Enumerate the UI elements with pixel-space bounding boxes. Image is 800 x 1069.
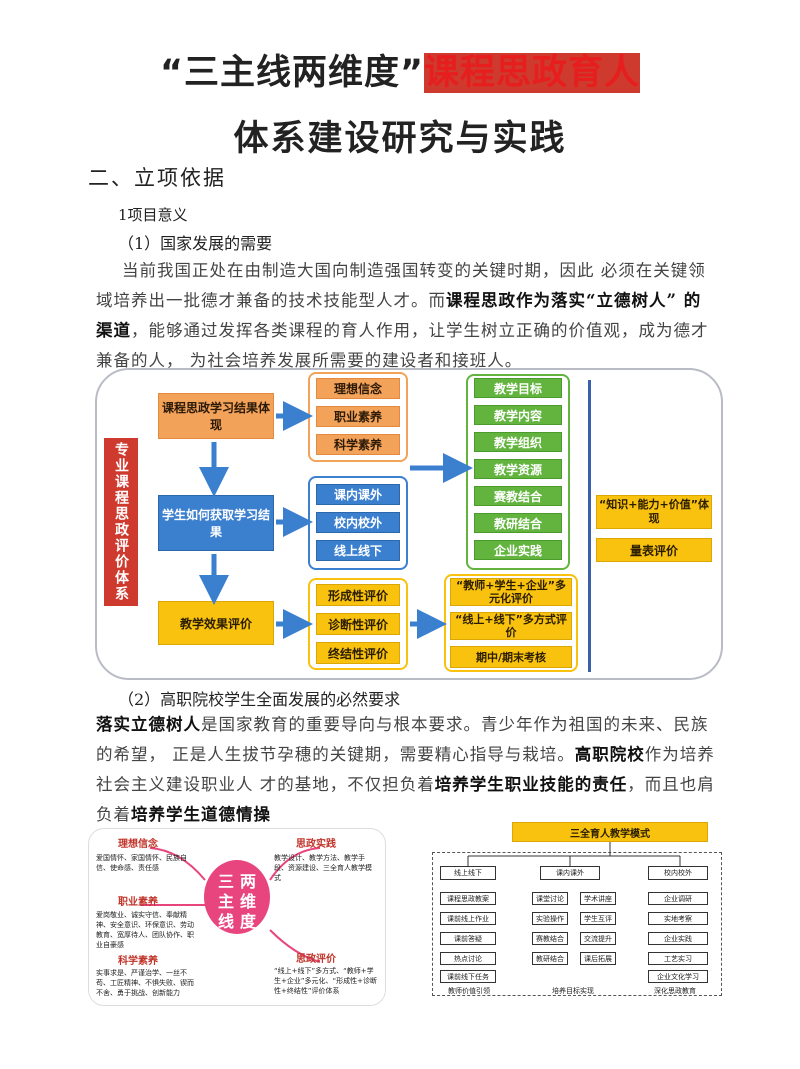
col1-item: 课前答疑 — [440, 932, 496, 945]
green-item-7: 企业实践 — [474, 540, 562, 560]
left-box-effect: 教学效果评价 — [158, 601, 274, 645]
p2-bold-4: 培养学生道德情操 — [131, 805, 271, 824]
yellow-mid-2: 诊断性评价 — [316, 613, 400, 635]
col2-right: 学生互评 — [580, 912, 616, 925]
col1-item: 热点讨论 — [440, 952, 496, 965]
orange-item-2: 职业素养 — [316, 406, 400, 427]
col1-item: 课程思政教案 — [440, 892, 496, 905]
side-label: 专业课程思政评价体系 — [104, 438, 138, 606]
subsection-heading: 1项目意义 — [118, 206, 188, 224]
col3-item: 企业文化学习 — [648, 970, 708, 983]
p2-bold-3: 培养学生职业技能的责任 — [434, 775, 628, 794]
knowledge-box: “知识+能力+价值”体现 — [596, 495, 712, 529]
mm-text-2: 教学设计、教学方法、教学手段、资源建设、三全育人教学模式 — [274, 854, 372, 882]
mm-text-4: 实事求是、严谨治学、一丝不苟、工匠精神、不惧失败、锲而不舍、勇于挑战、创新能力 — [96, 969, 194, 997]
col1-item: 课前线上作业 — [440, 912, 496, 925]
center-char: 度 — [240, 912, 257, 931]
center-char: 三 — [218, 872, 235, 891]
orange-item-1: 理想信念 — [316, 378, 400, 399]
col2-foot: 培养目标实现 — [552, 987, 594, 995]
mm-title-2: 思政实践 — [296, 839, 336, 850]
p2-text-1: 是国家教育的重要导向与根本要求。青少年作为祖国的未来、民族的希望， 正是人生拔节… — [96, 715, 709, 764]
title-part1: “三主线两维度” — [159, 53, 424, 93]
p1-bold-1: 课程思政作为落实“立德树人” 的渠道 — [96, 291, 702, 340]
col2-head: 课内课外 — [540, 866, 600, 880]
col3-item: 企业调研 — [648, 892, 708, 905]
p2-bold-2: 高职院校 — [574, 745, 645, 764]
center-char: 维 — [240, 892, 257, 911]
blue-item-3: 线上线下 — [316, 540, 400, 561]
col2-left: 教研结合 — [532, 952, 568, 965]
col3-head: 校内校外 — [648, 866, 708, 880]
p1-text-1: 当前我国正处在由制造大国向制造强国转变的关键时期，因此 必须在关键领域培养出一批… — [96, 261, 706, 310]
left-box-result: 课程思政学习结果体现 — [158, 393, 274, 439]
yellow-mid-1: 形成性评价 — [316, 584, 400, 606]
col3-item: 工艺实习 — [648, 952, 708, 965]
title-part2: 课程思政育人 — [424, 53, 641, 93]
col2-left: 实验操作 — [532, 912, 568, 925]
subsubsection-heading-2: （2）高职院校学生全面发展的必然要求 — [118, 690, 401, 709]
page-title: “三主线两维度”课程思政育人 — [0, 44, 800, 95]
col1-item: 课前线下任务 — [440, 970, 496, 983]
center-char: 主 — [218, 892, 235, 911]
paragraph-2: 落实立德树人是国家教育的重要导向与根本要求。青少年作为祖国的未来、民族的希望， … — [96, 710, 716, 830]
center-circle — [204, 860, 270, 934]
model-frame — [432, 852, 722, 996]
page-subtitle: 体系建设研究与实践 — [233, 119, 567, 159]
mm-title-4: 科学素养 — [118, 956, 158, 967]
mm-title-3: 职业素养 — [118, 897, 158, 908]
paragraph-1: 当前我国正处在由制造大国向制造强国转变的关键时期，因此 必须在关键领域培养出一批… — [96, 256, 716, 376]
col1-foot: 教师价值引领 — [448, 987, 490, 995]
mm-text-5: “线上+线下”多方式、“教师+学生+企业”多元化、“形成性+诊断性+终结性”评价… — [274, 967, 377, 995]
col3-foot: 深化思政教育 — [654, 987, 696, 995]
col1-head: 线上线下 — [440, 866, 496, 880]
scale-eval-box: 量表评价 — [596, 538, 712, 562]
center-char: 线 — [218, 912, 235, 931]
blue-item-1: 课内课外 — [316, 484, 400, 505]
evaluation-diagram — [95, 368, 723, 680]
yellow-right-1: “教师+学生+企业”多元化评价 — [450, 578, 572, 606]
col3-item: 企业实践 — [648, 932, 708, 945]
green-item-5: 赛教结合 — [474, 486, 562, 506]
col2-right: 课后拓展 — [580, 952, 616, 965]
p2-text-2: 作为培养社会主义建设职业人 才的基地，不仅担负着 — [96, 745, 715, 794]
col2-right: 交流提升 — [580, 932, 616, 945]
green-item-4: 教学资源 — [474, 459, 562, 479]
section-heading: 二、立项依据 — [88, 166, 226, 190]
center-char: 两 — [240, 872, 257, 891]
col2-left: 课堂讨论 — [532, 892, 568, 905]
mm-text-1: 爱国情怀、家国情怀、民族自信、使命感、责任感 — [96, 854, 187, 872]
mm-title-1: 理想信念 — [118, 839, 158, 850]
col2-right: 学术讲座 — [580, 892, 616, 905]
mm-text-3: 爱岗敬业、诚实守信、奉献精神、安全意识、环保意识、劳动教育、宽厚待人、团队协作、… — [96, 911, 194, 949]
mm-title-5: 思政评价 — [296, 954, 336, 965]
green-item-2: 教学内容 — [474, 405, 562, 425]
p2-text-3: ，而且也肩负着 — [96, 775, 715, 824]
model-title: 三全育人教学模式 — [512, 822, 708, 842]
yellow-right-3: 期中/期末考核 — [450, 646, 572, 668]
left-box-how: 学生如何获取学习结果 — [158, 495, 274, 551]
yellow-mid-3: 终结性评价 — [316, 642, 400, 664]
subsubsection-heading-1: （1）国家发展的需要 — [118, 234, 273, 253]
divider-line — [588, 380, 591, 672]
green-item-3: 教学组织 — [474, 432, 562, 452]
col3-item: 实地考察 — [648, 912, 708, 925]
center-text-right: 两维度 — [240, 872, 256, 932]
green-item-6: 教研结合 — [474, 513, 562, 533]
col2-left: 赛教结合 — [532, 932, 568, 945]
center-text-left: 三主线 — [218, 872, 234, 932]
blue-item-2: 校内校外 — [316, 512, 400, 533]
yellow-right-2: “线上+线下”多方式评价 — [450, 612, 572, 640]
orange-item-3: 科学素养 — [316, 434, 400, 455]
mind-map — [88, 828, 386, 1006]
p2-bold-1: 落实立德树人 — [96, 715, 201, 734]
green-item-1: 教学目标 — [474, 378, 562, 398]
p1-text-2: ，能够通过发挥各类课程的育人作用，让学生树立正确的价值观，成为德才兼备的人， 为… — [96, 321, 709, 370]
